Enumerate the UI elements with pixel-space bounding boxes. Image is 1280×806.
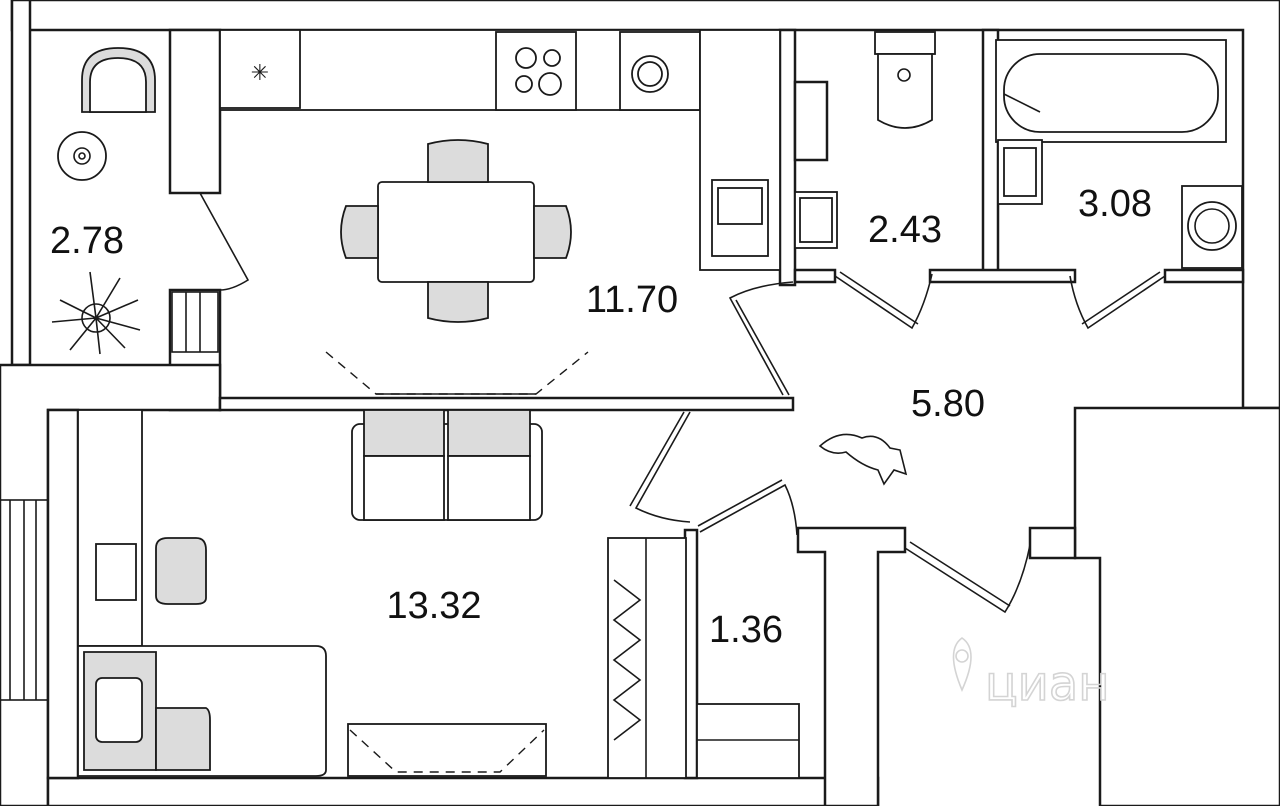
hallway-area-label: 5.80 [911, 383, 985, 425]
kitchen-area-label: 11.70 [586, 279, 678, 321]
plant-icon [51, 271, 141, 355]
balcony-area-label: 2.78 [50, 220, 124, 262]
bathroom-fixtures [794, 31, 1243, 269]
storage-area-label: 1.36 [709, 609, 783, 651]
living-room-furniture [77, 409, 800, 779]
toilet-area-label: 2.43 [868, 209, 942, 251]
bathroom-area-label: 3.08 [1078, 183, 1152, 225]
watermark-text: циан [985, 656, 1110, 712]
living-room-area-label: 13.32 [386, 585, 481, 627]
dog-icon [818, 433, 908, 486]
doors [199, 192, 1166, 614]
windows [0, 291, 219, 701]
cian-watermark: циан [952, 637, 1110, 713]
svg-text:✳: ✳ [251, 61, 269, 86]
kitchen-furniture: ✳ [219, 29, 781, 395]
balcony-furniture [51, 47, 156, 355]
